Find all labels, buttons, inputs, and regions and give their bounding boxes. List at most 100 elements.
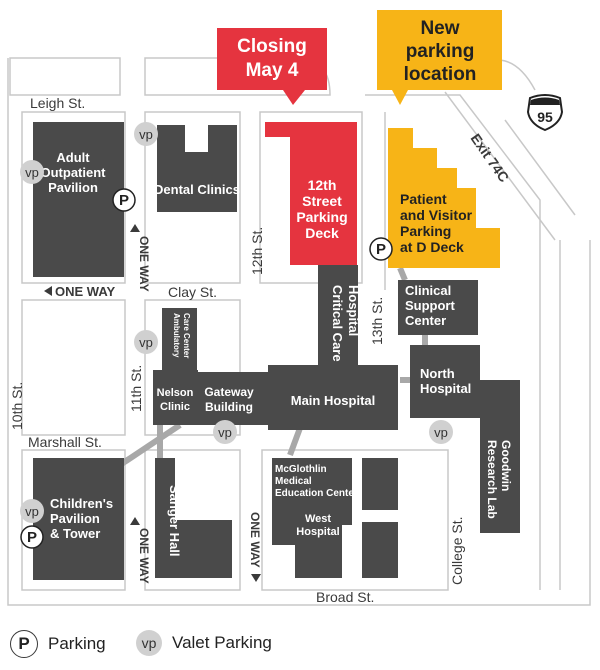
one-way-horizontal: ONE WAY <box>44 284 116 299</box>
one-way-vertical-lower-left-label: ONE WAY <box>137 528 151 584</box>
exit-74c-label: Exit 74C <box>468 131 513 185</box>
deck-label-1: 12th <box>308 177 337 193</box>
closing-label-2: May 4 <box>246 60 299 81</box>
dd-label-1: Patient <box>400 191 447 207</box>
11th-st-label: 11th St. <box>128 365 144 412</box>
one-way-horizontal-label: ONE WAY <box>55 284 116 299</box>
nelson-label-1: Nelson <box>157 387 194 399</box>
valet-marker-north-label: vp <box>434 425 448 440</box>
legend-valet-label: Valet Parking <box>172 633 272 652</box>
aop-label-2: Outpatient <box>41 165 107 180</box>
childrens-label-2: Pavilion <box>50 511 100 526</box>
new-parking-label-3: location <box>404 64 477 85</box>
west-hospital-label-2: Hospital <box>296 526 339 538</box>
valet-marker-dental <box>134 122 158 146</box>
legend-parking: P Parking <box>10 630 106 658</box>
gateway-building <box>198 372 268 425</box>
closing-label-1: Closing <box>237 36 307 57</box>
12th-st-label: 12th St. <box>249 227 265 275</box>
csc-label-3: Center <box>405 313 446 328</box>
north-hospital-label-1: North <box>420 366 455 381</box>
map-legend: P Parking vp Valet Parking <box>0 618 600 670</box>
interstate-95-shield: 95 <box>526 94 564 132</box>
childrens-pavilion <box>33 458 124 580</box>
annex-building-1 <box>362 458 398 510</box>
ambulatory-care-center <box>162 308 197 373</box>
main-hospital-label: Main Hospital <box>291 393 376 408</box>
annex-building-2 <box>362 522 398 578</box>
critical-care-label-1: Critical Care <box>330 285 345 362</box>
closing-callout: Closing May 4 <box>217 28 327 105</box>
dd-label-3: Parking <box>400 223 451 239</box>
clinical-support-center <box>398 280 478 335</box>
one-way-vertical-left-label: ONE WAY <box>137 236 151 292</box>
valet-symbol-icon: vp <box>136 630 162 656</box>
one-way-vertical-right: ONE WAY <box>248 512 262 582</box>
valet-marker-gateway-label: vp <box>218 425 232 440</box>
legend-parking-label: Parking <box>48 634 106 653</box>
csc-label-1: Clinical <box>405 283 451 298</box>
city-blocks <box>7 57 591 606</box>
leigh-st-label: Leigh St. <box>30 95 85 111</box>
childrens-label-1: Children's <box>50 496 113 511</box>
broad-st-label: Broad St. <box>316 589 374 605</box>
goodwin-label-1: Goodwin <box>499 440 513 491</box>
main-hospital <box>268 365 398 430</box>
mcglothlin-label-2: Medical <box>275 476 312 487</box>
mcglothlin-label-3: Education Center <box>275 488 358 499</box>
childrens-label-3: & Tower <box>50 526 100 541</box>
parking-marker-childrens <box>20 525 44 549</box>
dd-label-2: and Visitor <box>400 207 473 223</box>
new-parking-label-2: parking <box>406 41 475 62</box>
patient-visitor-parking-deck: Patient and Visitor Parking at D Deck <box>388 128 500 268</box>
one-way-vertical-right-label: ONE WAY <box>248 512 262 568</box>
12th-street-parking-deck: 12th Street Parking Deck <box>265 122 357 265</box>
gateway-label-1: Gateway <box>204 385 254 399</box>
csc-label-2: Support <box>405 298 455 313</box>
valet-marker-ambulatory-label: vp <box>139 335 153 350</box>
clay-st-label: Clay St. <box>168 284 217 300</box>
north-hospital <box>410 345 520 533</box>
nelson-clinic <box>153 370 198 425</box>
mcglothlin-label-1: McGlothlin <box>275 464 327 475</box>
new-parking-label-1: New <box>420 18 459 39</box>
marshall-st-label: Marshall St. <box>28 434 102 450</box>
deck-label-3: Parking <box>296 209 347 225</box>
parking-marker-ddeck <box>369 237 393 261</box>
dental-clinics-label: Dental Clinics <box>154 182 240 197</box>
deck-label-2: Street <box>302 193 342 209</box>
north-hospital-label-2: Hospital <box>420 381 471 396</box>
sanger-hall-label: Sanger Hall <box>167 485 182 557</box>
valet-marker-dental-label: vp <box>139 127 153 142</box>
adult-outpatient-pavilion <box>33 122 124 277</box>
west-hospital-label-1: West <box>305 513 331 525</box>
gateway-label-2: Building <box>205 400 253 414</box>
interstate-number: 95 <box>537 109 553 125</box>
parking-marker-aop <box>112 188 136 212</box>
college-st-label: College St. <box>449 517 465 585</box>
deck-label-4: Deck <box>305 225 339 241</box>
ambulatory-label-2: Care Center <box>182 313 191 358</box>
parking-marker-aop-label: P <box>119 192 129 209</box>
ambulatory-label-1: Ambulatory <box>172 313 181 358</box>
dd-label-4: at D Deck <box>400 239 464 255</box>
critical-care-label-2: Hospital <box>346 285 361 336</box>
valet-marker-north <box>429 420 453 444</box>
one-way-vertical-lower-left: ONE WAY <box>130 517 151 584</box>
parking-symbol-icon: P <box>10 630 38 658</box>
critical-care-hospital <box>318 265 358 370</box>
valet-marker-ambulatory <box>134 330 158 354</box>
valet-marker-aop-label: vp <box>25 165 39 180</box>
sanger-hall <box>155 458 232 578</box>
nelson-label-2: Clinic <box>160 401 190 413</box>
new-parking-callout: New parking location <box>377 10 502 105</box>
parking-marker-childrens-label: P <box>27 529 37 546</box>
13th-st-label: 13th St. <box>369 297 385 345</box>
one-way-vertical-left: ONE WAY <box>130 224 151 292</box>
dental-clinics <box>157 125 237 212</box>
valet-marker-gateway <box>213 420 237 444</box>
10th-st-label: 10th St. <box>9 382 25 430</box>
goodwin-label-2: Research Lab <box>485 440 499 519</box>
valet-marker-childrens <box>20 499 44 523</box>
